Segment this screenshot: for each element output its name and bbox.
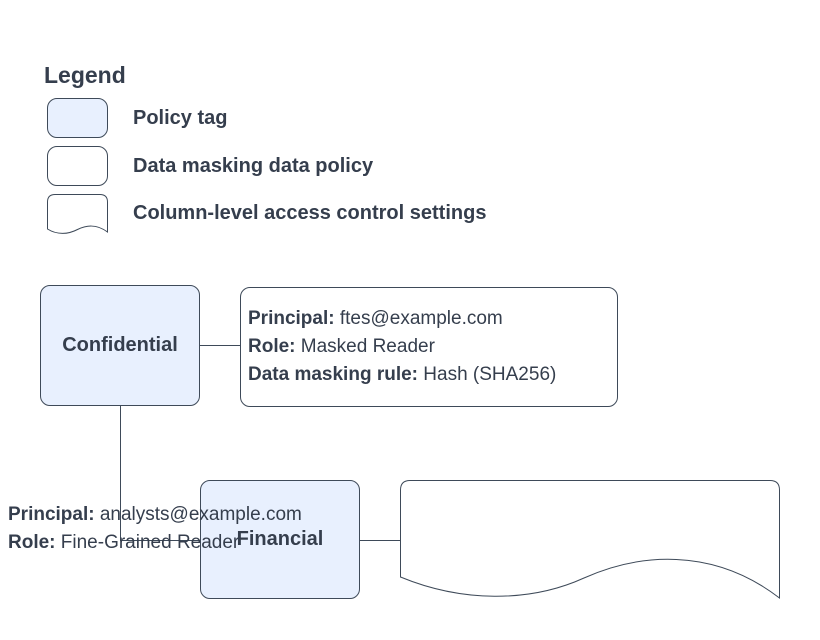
principal-value: analysts@example.com	[94, 504, 302, 525]
data-masking-policy-box: Principal: ftes@example.com Role: Masked…	[240, 287, 618, 407]
connector-confidential-to-financial-vertical	[120, 406, 121, 541]
rule-label: Data masking rule:	[248, 364, 418, 385]
role-value: Fine-Grained Reader	[55, 532, 240, 553]
policy-tag-financial: Financial	[200, 480, 360, 599]
connector-confidential-to-financial-horizontal	[120, 540, 200, 541]
masking-policy-principal-line: Principal: ftes@example.com	[248, 305, 617, 333]
principal-label: Principal:	[248, 308, 335, 329]
document-shape	[400, 480, 780, 600]
policy-tag-confidential-label: Confidential	[62, 334, 178, 356]
legend-document-swatch	[47, 194, 108, 234]
principal-value: ftes@example.com	[334, 308, 503, 329]
legend-label-column-level-access: Column-level access control settings	[133, 202, 487, 224]
role-label: Role:	[248, 336, 296, 357]
role-label: Role:	[8, 532, 56, 553]
masking-policy-rule-line: Data masking rule: Hash (SHA256)	[248, 361, 617, 389]
legend-policy-tag-swatch	[47, 98, 108, 138]
role-value: Masked Reader	[295, 336, 435, 357]
access-control-settings-text: Principal: analysts@example.com Role: Fi…	[8, 501, 302, 557]
principal-label: Principal:	[8, 504, 95, 525]
access-control-settings-box	[400, 480, 780, 602]
legend-label-data-masking-policy: Data masking data policy	[133, 155, 374, 177]
policy-tag-financial-label: Financial	[236, 528, 324, 550]
legend-label-policy-tag: Policy tag	[133, 107, 228, 129]
connector-financial-to-access-settings	[360, 540, 400, 541]
legend-title: Legend	[44, 62, 126, 88]
access-settings-principal-line: Principal: analysts@example.com	[8, 501, 302, 529]
connector-confidential-to-policy	[200, 345, 240, 346]
rule-value: Hash (SHA256)	[418, 364, 557, 385]
policy-tag-confidential: Confidential	[40, 285, 200, 406]
masking-policy-role-line: Role: Masked Reader	[248, 333, 617, 361]
access-settings-role-line: Role: Fine-Grained Reader	[8, 529, 302, 557]
legend-data-policy-swatch	[47, 146, 108, 186]
